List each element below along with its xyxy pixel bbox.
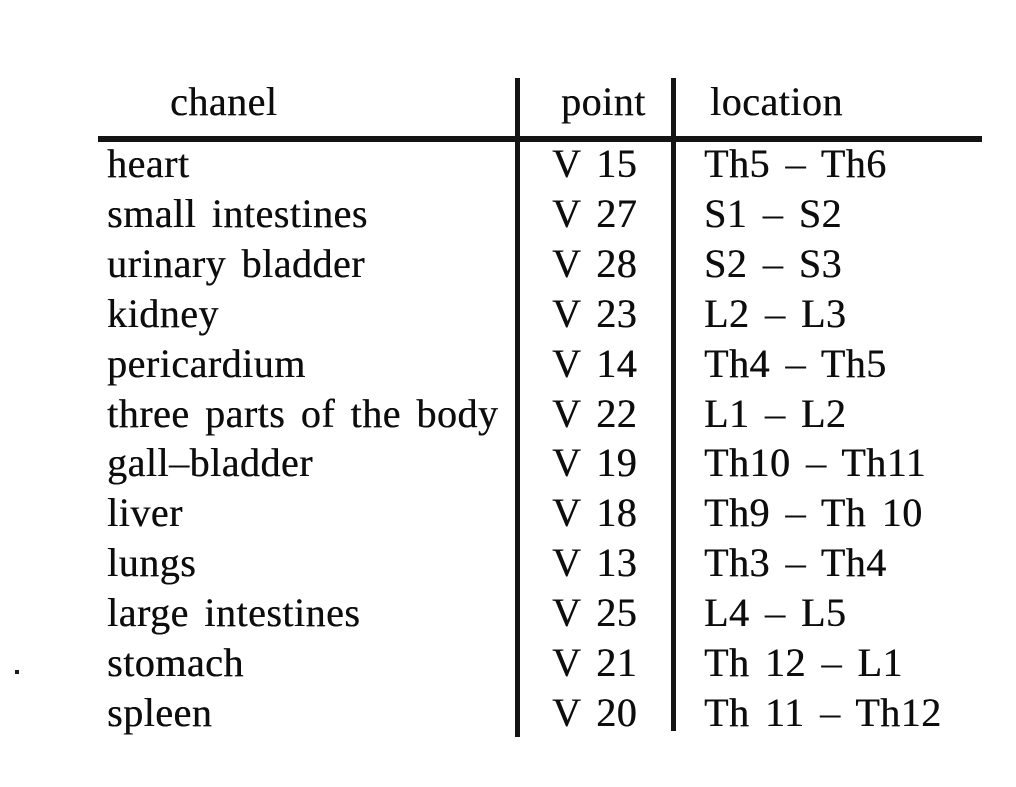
table-row: gall–bladder V 19 Th10 – Th11	[0, 441, 1016, 491]
location-cell: Th9 – Th 10	[704, 490, 923, 536]
channel-cell: stomach	[107, 640, 244, 685]
location-cell: S1 – S2	[704, 190, 842, 236]
channel-cell: lungs	[107, 540, 197, 586]
location-cell: Th10 – Th11	[704, 440, 927, 486]
channel-cell: spleen	[107, 689, 213, 735]
location-cell: L2 – L3	[704, 290, 847, 336]
point-cell: V 28	[552, 240, 638, 286]
point-cell: V 13	[552, 540, 638, 586]
channel-cell: large intestines	[107, 590, 361, 636]
ink-speck	[15, 670, 19, 674]
location-cell: Th5 – Th6	[704, 141, 887, 186]
location-cell: L4 – L5	[704, 590, 847, 636]
location-cell: Th 11 – Th12	[704, 689, 942, 735]
channel-cell: heart	[107, 141, 190, 186]
point-cell: V 18	[552, 490, 638, 536]
table-row: lungs V 13 Th3 – Th4	[0, 541, 1016, 591]
channel-cell: liver	[107, 490, 183, 536]
point-cell: V 19	[552, 440, 638, 486]
table-row: heart V 15 Th5 – Th6	[0, 142, 1016, 192]
point-cell: V 27	[552, 190, 638, 236]
point-cell: V 15	[552, 141, 638, 186]
location-cell: Th3 – Th4	[704, 540, 887, 586]
point-cell: V 21	[552, 640, 638, 685]
channel-cell: small intestines	[107, 190, 368, 236]
column-divider-channel-point	[515, 78, 520, 737]
column-divider-point-location	[671, 78, 676, 731]
table-row: spleen V 20 Th 11 – Th12	[0, 689, 1016, 741]
location-cell: Th 12 – L1	[704, 640, 903, 685]
header-point: point	[561, 79, 646, 124]
table-row: large intestines V 25 L4 – L5	[0, 591, 1016, 641]
table-row: liver V 18 Th9 – Th 10	[0, 491, 1016, 541]
header-channel: chanel	[170, 79, 278, 124]
header-location: location	[710, 79, 843, 124]
table-row: stomach V 21 Th 12 – L1	[0, 641, 1016, 691]
table-row: pericardium V 14 Th4 – Th5	[0, 340, 1016, 392]
channel-cell: urinary bladder	[107, 240, 365, 286]
header-divider-rule	[98, 136, 982, 142]
location-cell: Th4 – Th5	[704, 340, 887, 386]
table-row: urinary bladder V 28 S2 – S3	[0, 240, 1016, 292]
channel-cell: three parts of the body	[107, 390, 499, 436]
table-row: three parts of the body V 22 L1 – L2	[0, 390, 1016, 442]
point-cell: V 25	[552, 590, 638, 636]
point-cell: V 20	[552, 689, 638, 735]
location-cell: S2 – S3	[704, 240, 842, 286]
point-cell: V 23	[552, 290, 638, 336]
point-cell: V 14	[552, 340, 638, 386]
point-cell: V 22	[552, 390, 638, 436]
location-cell: L1 – L2	[704, 390, 847, 436]
channel-cell: pericardium	[107, 340, 306, 386]
channel-cell: gall–bladder	[107, 440, 313, 486]
channel-cell: kidney	[107, 290, 219, 336]
table-row: kidney V 23 L2 – L3	[0, 290, 1016, 342]
table-row: small intestines V 27 S1 – S2	[0, 190, 1016, 242]
